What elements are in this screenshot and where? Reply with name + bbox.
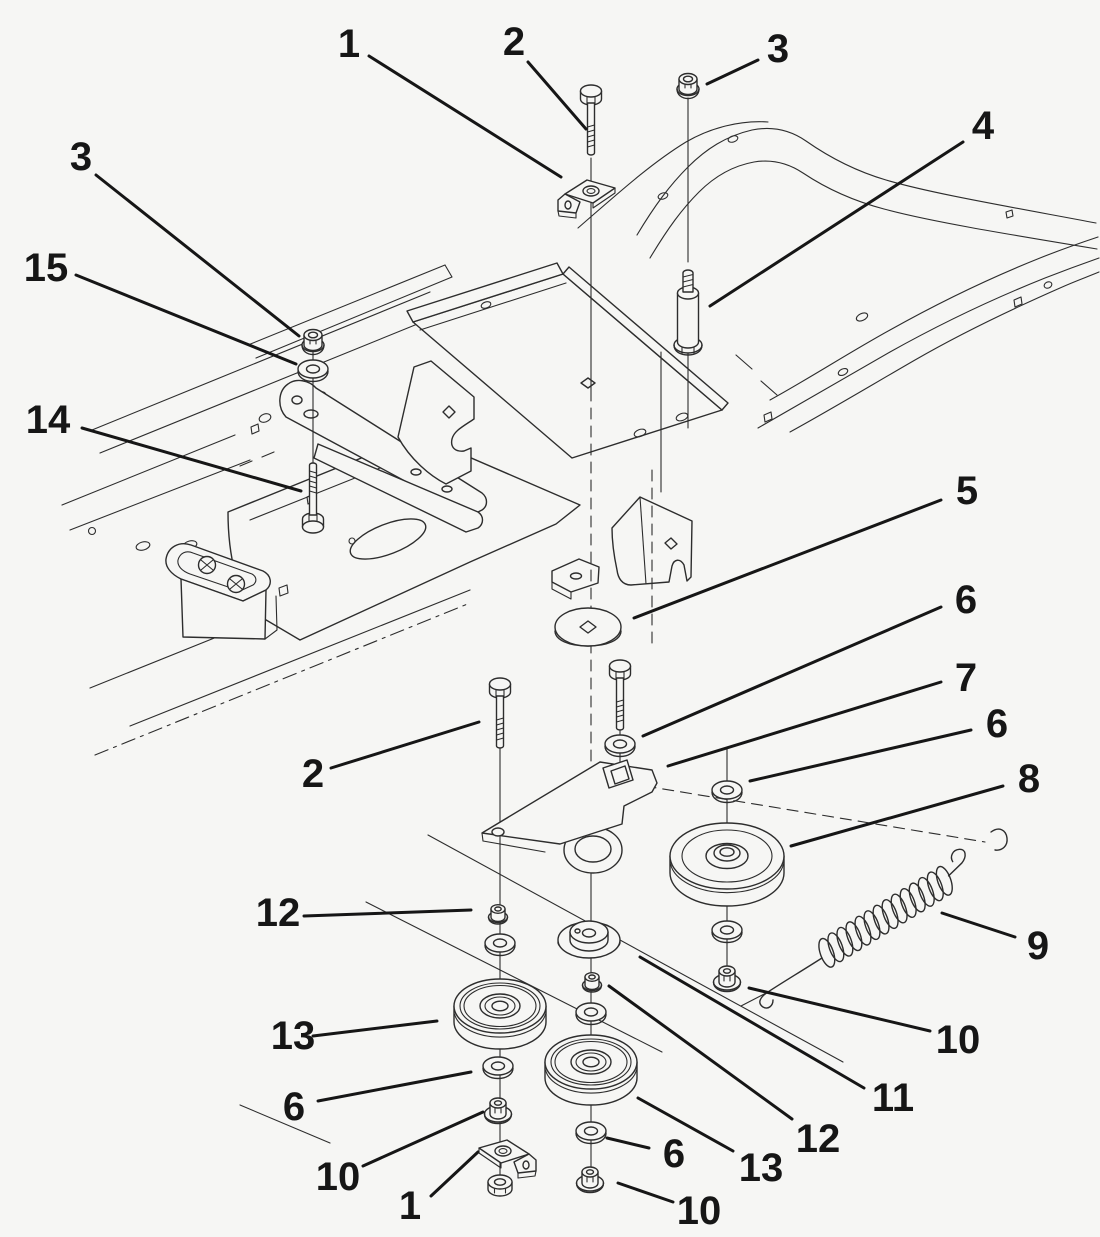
callout-leader-7-idler-arm xyxy=(666,680,943,768)
callout-label-11-pulley-hub: 11 xyxy=(872,1076,914,1120)
washer-center xyxy=(575,1002,607,1026)
idler-arm xyxy=(481,759,658,874)
washer-15 xyxy=(297,359,329,383)
callout-leader-14-hex-bolt xyxy=(80,426,303,493)
callout-label-10-flange-lock-nut: 10 xyxy=(936,1018,981,1062)
callout-leader-2-hex-bolt xyxy=(329,720,481,770)
callout-leader-5-large-flat-washer xyxy=(632,498,943,620)
callout-label-6-flat-washer: 6 xyxy=(663,1132,685,1176)
washer-under-8 xyxy=(711,920,743,944)
callout-label-14-hex-bolt: 14 xyxy=(26,398,71,442)
callout-leader-9-extension-spring xyxy=(940,911,1017,939)
callout-leader-8-flat-idler-pulley xyxy=(789,784,1005,848)
large-washer-5 xyxy=(554,607,622,647)
callout-leader-1-clamp-plate xyxy=(367,54,563,179)
callout-label-8-flat-idler-pulley: 8 xyxy=(1018,757,1040,801)
callout-label-6-flat-washer: 6 xyxy=(955,578,977,622)
pivot-arm-upper xyxy=(279,379,488,517)
callout-leader-10-flange-lock-nut xyxy=(616,1181,675,1204)
washer-6c xyxy=(575,1121,607,1145)
callout-label-6-flat-washer: 6 xyxy=(986,702,1008,746)
v-idler-pulley-13b xyxy=(544,1034,638,1106)
v-idler-pulley-13a xyxy=(453,978,547,1050)
callout-leader-13-v-idler-pulley xyxy=(311,1019,439,1038)
callout-label-5-large-flat-washer: 5 xyxy=(956,469,978,513)
callout-label-4-spacer-stud: 4 xyxy=(972,104,995,148)
callout-label-3-lock-nut: 3 xyxy=(767,27,789,71)
pulley-hub-11 xyxy=(557,920,621,959)
callout-label-1-clamp-plate: 1 xyxy=(338,22,360,66)
callout-label-1-clamp-plate: 1 xyxy=(399,1184,421,1228)
callout-label-12-lock-nut: 12 xyxy=(796,1117,841,1161)
callout-leader-11-pulley-hub xyxy=(638,955,866,1090)
callout-leader-10-flange-lock-nut xyxy=(361,1110,485,1168)
callout-label-6-flat-washer: 6 xyxy=(283,1085,305,1129)
callout-label-2-hex-bolt: 2 xyxy=(503,20,525,64)
wing-bracket xyxy=(397,360,475,485)
frame-rails xyxy=(61,121,1100,1144)
idler-arm-pivot-hole xyxy=(574,835,612,863)
callout-leader-6-flat-washer xyxy=(316,1070,473,1103)
callout-label-7-idler-arm: 7 xyxy=(955,656,977,700)
callout-leader-3-lock-nut xyxy=(705,58,760,86)
callout-label-10-flange-lock-nut: 10 xyxy=(677,1189,722,1233)
callout-leader-2-hex-bolt xyxy=(526,60,588,131)
washer-left xyxy=(484,933,516,957)
callout-label-9-extension-spring: 9 xyxy=(1027,924,1049,968)
callout-leader-4-spacer-stud xyxy=(708,140,965,308)
callout-label-13-v-idler-pulley: 13 xyxy=(271,1014,316,1058)
lock-nut-12b xyxy=(581,972,603,993)
callout-leader-6-flat-washer xyxy=(641,605,943,738)
pivot-arm-lower xyxy=(313,443,484,533)
callout-leader-12-lock-nut xyxy=(607,984,794,1121)
callout-label-15-flat-washer: 15 xyxy=(24,246,69,290)
callout-leader-15-flat-washer xyxy=(74,273,298,366)
callout-leader-6-flat-washer xyxy=(605,1136,651,1150)
callout-label-10-flange-lock-nut: 10 xyxy=(316,1155,361,1199)
callout-leader-3-lock-nut xyxy=(94,173,301,338)
hanging-bracket xyxy=(611,496,693,586)
callout-leader-1-clamp-plate xyxy=(429,1150,480,1198)
callout-leader-13-v-idler-pulley xyxy=(636,1096,735,1153)
washer-6a xyxy=(604,734,636,758)
callout-label-3-lock-nut: 3 xyxy=(70,135,92,179)
callout-label-12-lock-nut: 12 xyxy=(256,891,301,935)
hex-nut-bottom xyxy=(487,1174,513,1197)
callout-leader-10-flange-lock-nut xyxy=(747,986,932,1033)
bent-bracket xyxy=(165,543,278,640)
support-plate xyxy=(406,262,729,459)
flat-idler-pulley-8 xyxy=(669,822,785,907)
washer-6b xyxy=(711,780,743,804)
callout-label-13-v-idler-pulley: 13 xyxy=(739,1146,784,1190)
callout-leader-6-flat-washer xyxy=(748,728,973,783)
callout-label-2-hex-bolt: 2 xyxy=(302,752,324,796)
extension-spring-9 xyxy=(740,848,966,1009)
lock-nut-12a xyxy=(487,904,509,925)
washer-6d xyxy=(482,1056,514,1080)
callout-leader-12-lock-nut xyxy=(302,908,473,918)
